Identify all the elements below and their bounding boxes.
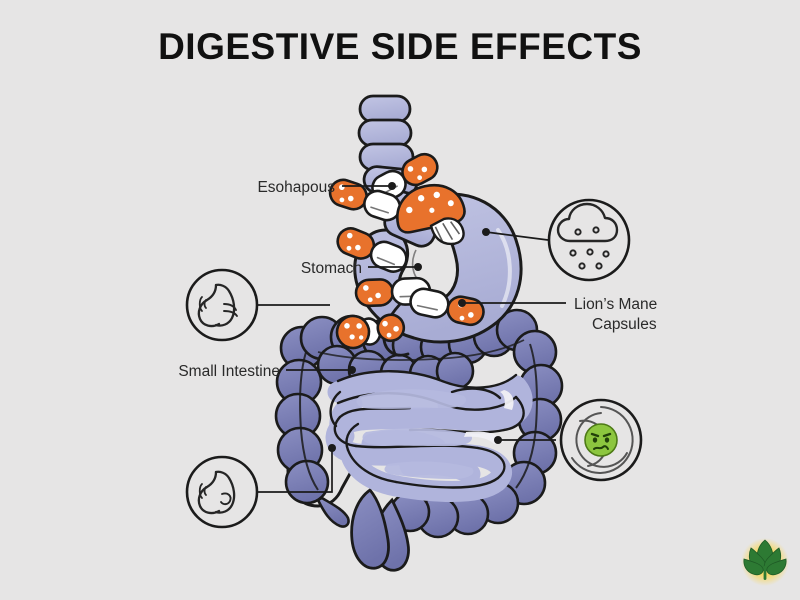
- label-lions-mane-line1: Lion’s Mane: [574, 296, 658, 313]
- label-lions-mane-capsules: Lion’s Mane Capsules: [574, 295, 754, 335]
- label-stomach: Stomach: [300, 260, 362, 277]
- stomach-rumble-icon-upper[interactable]: [185, 268, 259, 342]
- leaf-logo-icon[interactable]: [741, 538, 789, 586]
- label-lions-mane-line2: Capsules: [592, 315, 657, 333]
- bloating-gas-icon[interactable]: [547, 198, 631, 282]
- stomach-rumble-icon-lower[interactable]: [185, 455, 259, 529]
- page-title: DIGESTIVE SIDE EFFECTS: [158, 26, 642, 67]
- label-esophagus: Esohapous: [257, 179, 335, 196]
- small-intestine-group: [325, 370, 533, 502]
- lions-mane-mushroom: [335, 314, 371, 350]
- callout-connectors: [256, 182, 566, 493]
- nausea-icon[interactable]: [559, 398, 643, 482]
- label-small-intestine: Small Intestine: [178, 363, 280, 380]
- lions-mane-mushroom: [396, 183, 466, 246]
